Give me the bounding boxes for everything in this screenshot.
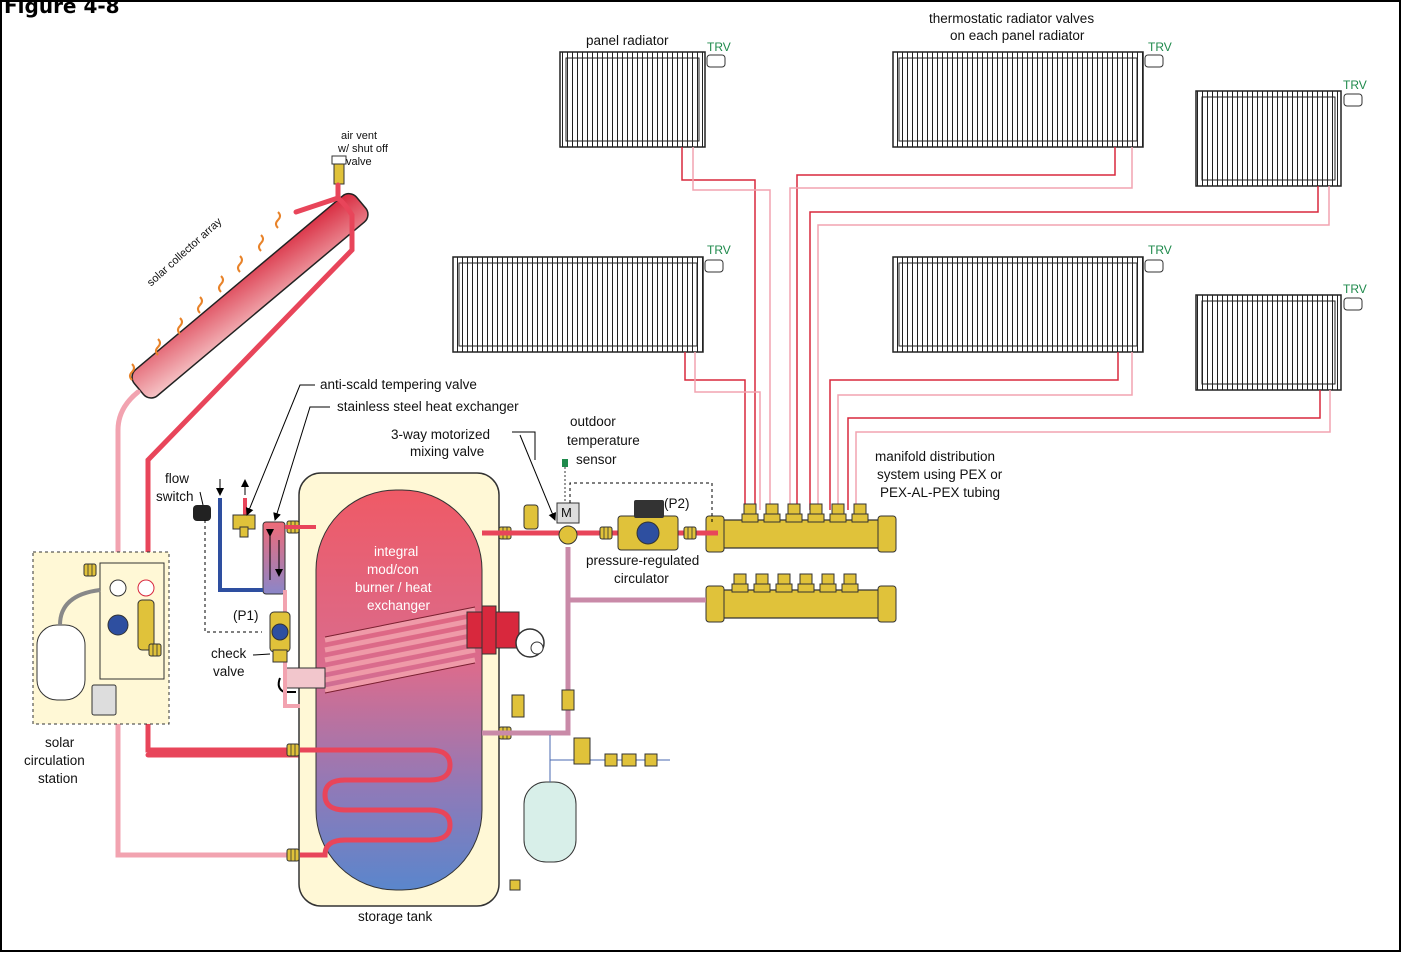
trv-label-2: TRV [1148,40,1172,54]
solar-coil [300,747,453,858]
burner-line3: burner / heat [355,580,432,595]
circulator-line2: circulator [614,571,669,586]
sun-rays [129,211,281,381]
plate-heat-exchanger [262,521,286,595]
air-separator [523,504,539,530]
manifold-line2: system using PEX or [877,467,1003,482]
station-controller [91,684,117,716]
supply-manifold [705,503,897,553]
solar-station-line1: solar [45,735,75,750]
anti-scald-valve [232,514,256,538]
check-valve-line2: valve [213,664,245,679]
circulator-line1: pressure-regulated [586,553,700,568]
radiator-top-left [559,51,726,148]
mixing-valve-line2: mixing valve [410,444,485,459]
air-vent [331,155,347,185]
control-wire [569,482,713,525]
radiator-top-middle [892,51,1164,148]
motor-letter: M [561,505,572,520]
trv-label-1: TRV [707,40,731,54]
trv-note-line2: on each panel radiator [950,28,1085,43]
pump-p1 [269,611,291,653]
pump-p2 [617,500,679,551]
pressure-relief-valve [511,694,525,718]
manifold-line1: manifold distribution [875,449,996,464]
burner [466,605,545,658]
trv-valve-head [1144,54,1164,68]
trv-valve-head [1343,93,1363,107]
radiator-top-right [1195,90,1363,187]
burner-line2: mod/con [367,562,419,577]
drain-valves [509,689,575,891]
solar-station-line2: circulation [24,753,85,768]
burner-coil [324,607,476,693]
trv-label-3: TRV [1343,78,1367,92]
outdoor-line3: sensor [576,452,617,467]
pex-return-lines [692,147,1331,510]
heat-exchanger-label: stainless steel heat exchanger [337,399,519,414]
manifold-line3: PEX-AL-PEX tubing [880,485,1001,500]
burner-coil-outline [324,606,476,694]
panel-radiator-label: panel radiator [586,33,669,48]
mixing-valve-line1: 3-way motorized [391,427,491,442]
pex-supply-lines [681,147,1321,510]
trv-valve-head [704,259,724,273]
expansion-tank-solar [36,624,86,701]
boiler-expansion-tank [523,735,577,863]
outdoor-line2: temperature [567,433,640,448]
check-valve-p1 [272,649,288,663]
outdoor-line1: outdoor [570,414,616,429]
trv-label-6: TRV [1343,282,1367,296]
trv-valve-head [1144,259,1164,273]
p1-label: (P1) [233,608,259,623]
leader-lines [199,384,557,656]
storage-tank-label: storage tank [358,909,433,924]
mixing-valve [556,502,580,545]
storage-tank [298,472,500,907]
make-up-water-assembly [550,737,670,767]
check-valve-line1: check [211,646,247,661]
burner-line1: integral [374,544,419,559]
trv-valve-head [1343,297,1363,311]
radiator-mid-right [892,256,1164,353]
air-vent-line2: w/ shut off [338,143,388,155]
trv-note-line1: thermostatic radiator valves [929,11,1095,26]
air-vent-line3: valve [346,156,372,168]
burner-line4: exchanger [367,598,431,613]
anti-scald-label: anti-scald tempering valve [320,377,477,392]
pressure-gauge [137,579,155,597]
figure-label: Figure 4-8 [4,0,120,18]
trv-valve-head [706,54,726,68]
solar-collector-array [131,192,369,399]
solar-station-line3: station [38,771,78,786]
radiator-mid-left [452,256,724,353]
flow-switch-line2: switch [156,489,194,504]
flow-switch [193,505,211,521]
flow-switch-line1: flow [165,471,190,486]
p2-label: (P2) [664,496,690,511]
temperature-gauge [109,579,127,597]
trv-label-4: TRV [707,243,731,257]
outdoor-sensor [562,459,568,503]
solar-piping [115,182,355,858]
trv-label-5: TRV [1148,243,1172,257]
flow-switch-wire [204,520,262,633]
air-vent-line1: air vent [341,130,378,142]
radiator-lower-right [1195,294,1363,391]
solar-pump [107,614,129,636]
return-manifold [705,573,897,623]
solar-circulation-station [32,551,170,725]
